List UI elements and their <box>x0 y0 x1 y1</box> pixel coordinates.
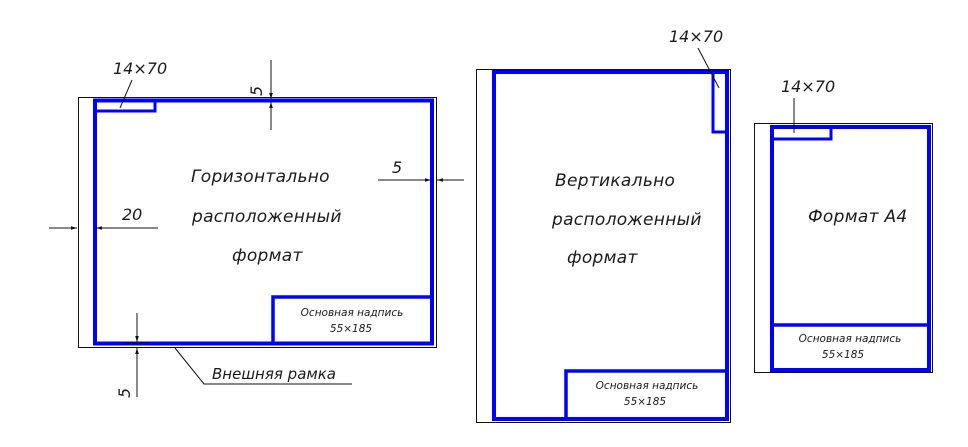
marker-block <box>95 100 157 113</box>
marker-label: 14×70 <box>669 27 723 46</box>
title-block-line-1: Основная надпись <box>799 333 902 345</box>
title-block-line-2: 55×185 <box>330 323 373 335</box>
title-block-line-1: Основная надпись <box>301 307 404 319</box>
marker-block <box>772 127 833 141</box>
marker-label: 14×70 <box>113 59 167 78</box>
sheet-a4: 14×70 Формат А4 Основная надпись 55×185 <box>754 77 933 373</box>
left-margin-label: 20 <box>122 205 142 224</box>
sheet-horizontal: 14×70 5 5 20 5 Горизонтально расположенн… <box>49 59 464 398</box>
title-block-line-1: Основная надпись <box>596 380 699 392</box>
inner-frame <box>770 125 931 372</box>
sheet-vertical: 14×70 Вертикально расположенный формат О… <box>476 27 731 423</box>
outer-frame-callout: Внешняя рамка <box>212 365 336 383</box>
sheet-title-line-1: Горизонтально <box>191 167 330 187</box>
title-block <box>271 295 432 343</box>
bottom-margin-label: 5 <box>115 388 134 398</box>
outer-frame <box>78 97 437 348</box>
outer-frame <box>476 69 731 423</box>
top-margin-label: 5 <box>247 86 266 96</box>
sheet-title-line-1: Формат А4 <box>808 207 908 227</box>
inner-frame <box>93 98 434 346</box>
marker-leader <box>119 79 133 109</box>
right-margin-label: 5 <box>392 158 402 177</box>
marker-leader <box>697 47 720 89</box>
sheet-title-line-3: формат <box>567 248 638 268</box>
inner-frame <box>492 70 729 421</box>
outer-frame-leader <box>174 347 352 385</box>
outer-frame <box>754 123 933 373</box>
title-block-line-2: 55×185 <box>624 396 667 408</box>
sheet-title-line-3: формат <box>232 246 303 266</box>
sheet-title-line-2: расположенный <box>191 207 342 227</box>
sheet-title-line-1: Вертикально <box>555 171 675 191</box>
marker-label: 14×70 <box>781 77 835 96</box>
sheet-title-line-2: расположенный <box>551 210 702 230</box>
title-block <box>564 369 727 419</box>
title-block-line-2: 55×185 <box>822 349 865 361</box>
marker-block <box>711 72 727 134</box>
